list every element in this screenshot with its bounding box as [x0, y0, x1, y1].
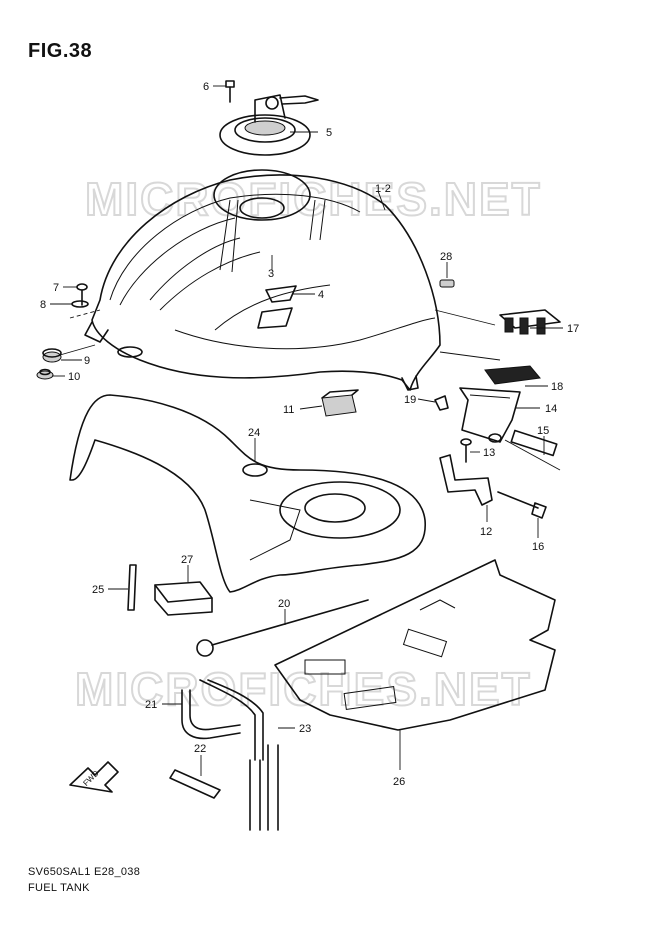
- forward-arrow: FWD: [69, 761, 119, 793]
- rod-20: [196, 599, 369, 657]
- clamp-22: [169, 769, 221, 799]
- callout-24: 24: [248, 427, 260, 439]
- hose-21: [181, 679, 264, 761]
- tray-plate-26: [274, 559, 556, 731]
- model-code: SV650SAL1 E28_038: [28, 866, 141, 878]
- leader-lines: [50, 85, 563, 776]
- figure-name: FUEL TANK: [28, 882, 90, 894]
- collar-15: [510, 429, 558, 457]
- cushion-28: [439, 279, 455, 288]
- bracket-12: [439, 454, 493, 506]
- callout-7: 7: [53, 282, 59, 294]
- tank-tray: [69, 394, 426, 593]
- bracket-17: [499, 309, 561, 335]
- callout-8: 8: [40, 299, 46, 311]
- callout-20: 20: [278, 598, 290, 610]
- callout-9: 9: [84, 355, 90, 367]
- callout-11: 11: [283, 404, 294, 416]
- fuel-cap-assembly: [219, 94, 319, 156]
- callout-26: 26: [393, 776, 405, 788]
- callout-13: 13: [483, 447, 495, 459]
- callout-1-2: 1·2: [375, 183, 391, 195]
- clamp-25: [127, 564, 137, 611]
- callout-12: 12: [480, 526, 492, 538]
- washer-8: [71, 300, 89, 308]
- bolt-6: [225, 80, 235, 103]
- callout-4: 4: [318, 289, 324, 301]
- callout-19: 19: [404, 394, 416, 406]
- callout-22: 22: [194, 743, 206, 755]
- callout-18: 18: [551, 381, 563, 393]
- collar-10: [36, 368, 54, 380]
- cushion-11: [321, 389, 359, 417]
- damper-18: [484, 365, 541, 385]
- callout-27: 27: [181, 554, 193, 566]
- callout-3: 3: [268, 268, 274, 280]
- callout-15: 15: [537, 425, 549, 437]
- fuel-tank: [84, 169, 441, 391]
- cushion-9: [42, 348, 62, 363]
- callout-6: 6: [203, 81, 209, 93]
- callout-21: 21: [145, 699, 157, 711]
- callout-14: 14: [545, 403, 557, 415]
- figure-title: FIG.38: [28, 40, 93, 62]
- hose-23: [249, 744, 279, 831]
- callout-16: 16: [532, 541, 544, 553]
- bolt-13: [460, 438, 472, 463]
- callout-5: 5: [326, 127, 332, 139]
- callout-25: 25: [92, 584, 104, 596]
- bolt-16: [497, 491, 547, 519]
- callout-23: 23: [299, 723, 311, 735]
- hinge-14: [459, 387, 521, 443]
- callout-10: 10: [68, 371, 80, 383]
- pad-27: [154, 581, 213, 616]
- clip-19: [434, 395, 449, 411]
- watermark-bottom: MICROFICHES.NET: [75, 663, 532, 715]
- callout-28: 28: [440, 251, 452, 263]
- callout-numbers: 6 5 1·2 3 4 28 7 8 17 9 10 18 19 14 11 2…: [40, 81, 579, 788]
- callout-17: 17: [567, 323, 579, 335]
